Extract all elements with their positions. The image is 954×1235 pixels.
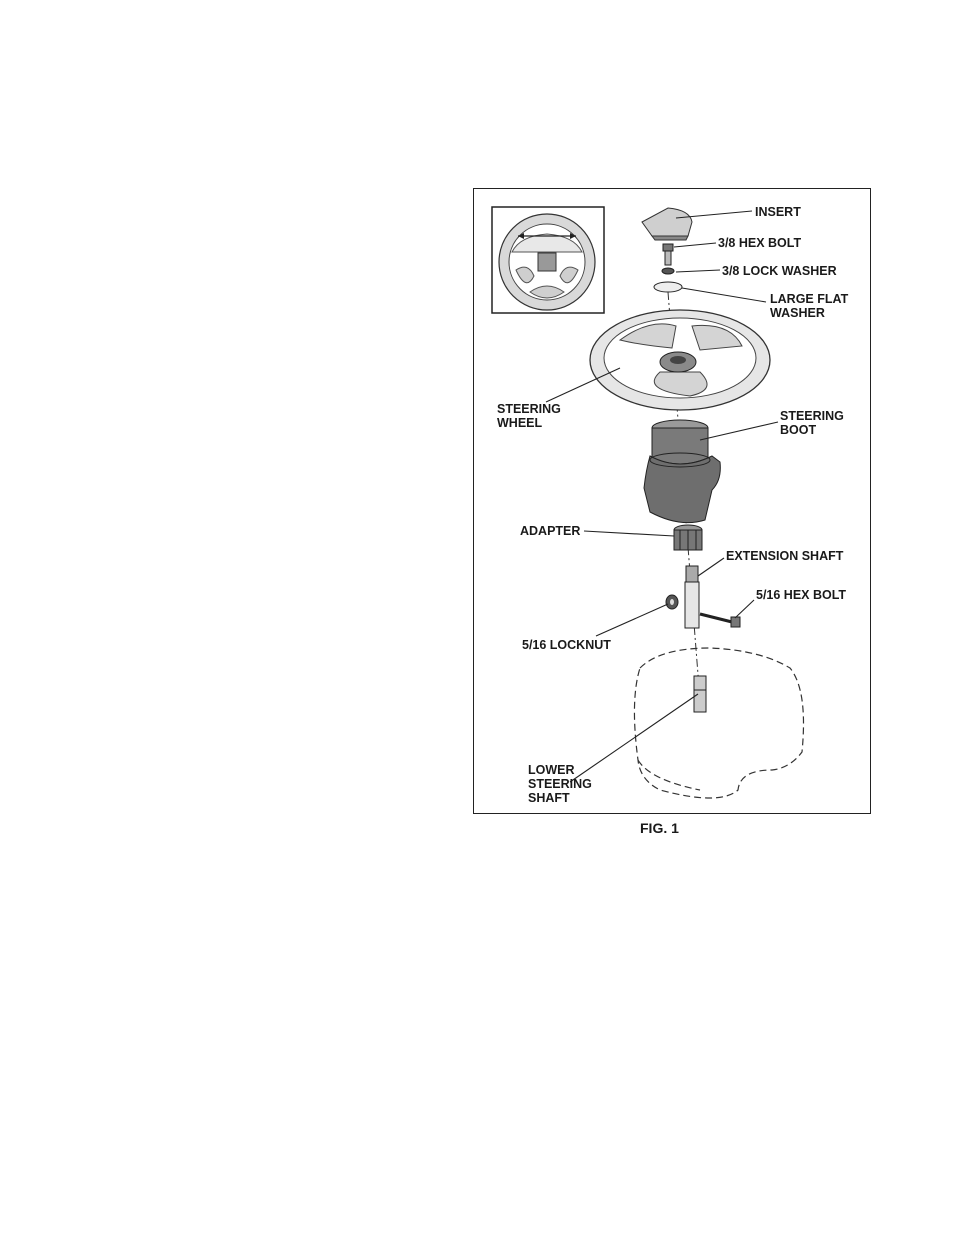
extension-shaft-part <box>685 566 699 628</box>
label-large-flat-washer-2: WASHER <box>770 306 825 320</box>
lock-washer-38-part <box>662 268 674 274</box>
adapter-part <box>674 525 702 550</box>
label-steering-wheel-2: WHEEL <box>497 416 543 430</box>
label-extension-shaft: EXTENSION SHAFT <box>726 549 844 563</box>
label-hex-bolt-516: 5/16 HEX BOLT <box>756 588 846 602</box>
hex-bolt-38-part <box>663 244 673 265</box>
label-locknut-516: 5/16 LOCKNUT <box>522 638 611 652</box>
label-lower-shaft-3: SHAFT <box>528 791 570 805</box>
label-steering-wheel-1: STEERING <box>497 402 561 416</box>
inset-wheel-detail <box>492 207 604 313</box>
label-lower-shaft-2: STEERING <box>528 777 592 791</box>
label-lower-shaft-1: LOWER <box>528 763 575 777</box>
steering-wheel-part <box>590 310 770 410</box>
label-steering-boot-1: STEERING <box>780 409 844 423</box>
figure-caption: FIG. 1 <box>640 820 700 836</box>
label-lock-washer-38: 3/8 LOCK WASHER <box>722 264 837 278</box>
locknut-516-part <box>666 595 678 609</box>
label-adapter: ADAPTER <box>520 524 580 538</box>
lower-steering-shaft-part <box>694 676 706 712</box>
tractor-body-outline <box>634 648 803 798</box>
label-large-flat-washer-1: LARGE FLAT <box>770 292 849 306</box>
steering-boot-part <box>644 420 720 523</box>
label-insert: INSERT <box>755 205 801 219</box>
hex-bolt-516-part <box>700 614 740 627</box>
large-flat-washer-part <box>654 282 682 292</box>
insert-part <box>642 208 692 240</box>
label-hex-bolt-38: 3/8 HEX BOLT <box>718 236 801 250</box>
label-steering-boot-2: BOOT <box>780 423 816 437</box>
